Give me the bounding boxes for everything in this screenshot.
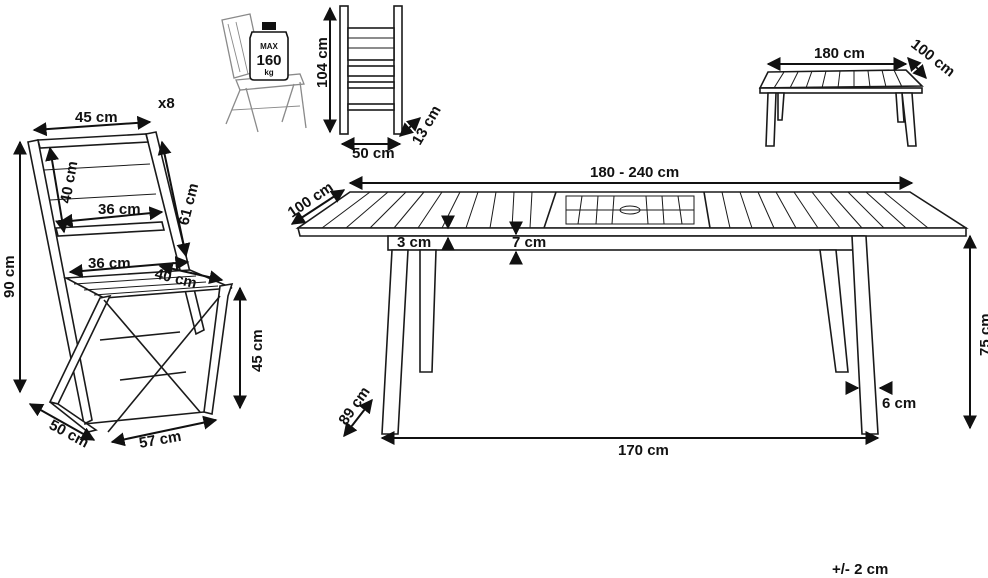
weight-bottle-icon: MAX 160 kg	[249, 22, 289, 81]
folded-chair	[323, 5, 422, 151]
folded-width-label: 50 cm	[352, 145, 395, 162]
small-table-length-label: 180 cm	[814, 45, 865, 62]
max-load-value: 160	[256, 52, 281, 69]
chair-top-width-label: 45 cm	[75, 109, 118, 126]
small-table-width-label: 100 cm	[908, 36, 959, 81]
leg-span-length-label: 170 cm	[618, 442, 669, 459]
table-length-label: 180 - 240 cm	[590, 164, 679, 181]
tolerance-label: +/- 2 cm	[832, 561, 888, 578]
folded-height-label: 104 cm	[314, 37, 331, 88]
chair-total-height-label: 90 cm	[1, 255, 18, 298]
folded-depth-label: 13 cm	[409, 103, 445, 148]
chair-dimension-arrows	[13, 115, 247, 447]
apron-height-label: 7 cm	[512, 234, 546, 251]
quantity-label: x8	[158, 95, 175, 112]
table-thumbnail	[758, 56, 927, 147]
max-load-top: MAX	[260, 42, 278, 51]
table-drawing	[295, 191, 969, 435]
chair-base-depth-label: 57 cm	[138, 428, 183, 452]
chair-seat-width-label: 36 cm	[88, 255, 131, 272]
chair-drawing	[27, 131, 234, 433]
max-load-unit: kg	[264, 68, 273, 77]
chair-back-length-label: 61 cm	[175, 182, 202, 227]
top-thickness-label: 3 cm	[397, 234, 431, 251]
table-height-label: 75 cm	[977, 313, 988, 356]
leg-thickness-label: 6 cm	[882, 395, 916, 412]
chair-seat-height-label: 45 cm	[249, 329, 266, 372]
chair-back-width-label: 36 cm	[98, 201, 141, 218]
table-dimension-arrows	[290, 176, 977, 445]
